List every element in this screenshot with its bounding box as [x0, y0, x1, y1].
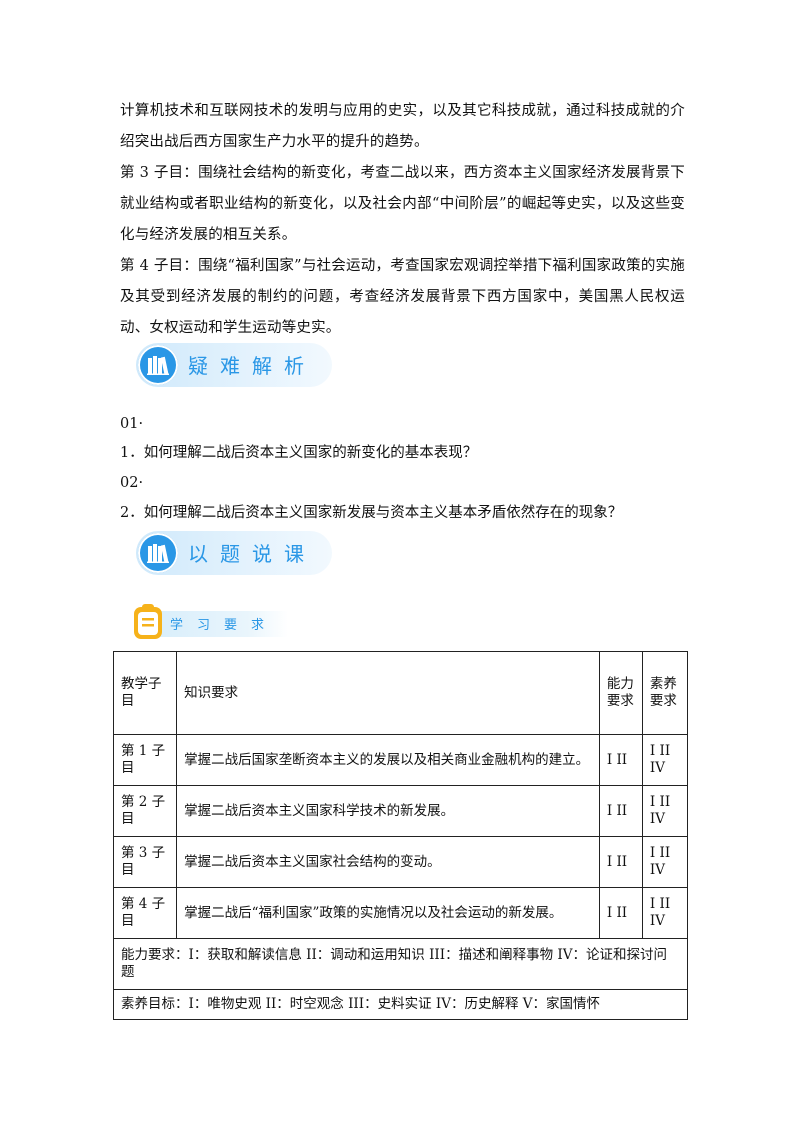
header-ability: 能力要求: [598, 651, 643, 735]
lesson-banner: 以题说课: [136, 531, 332, 575]
cell-sub: 第 2 子目: [112, 785, 178, 837]
question-number-2: 02·: [120, 475, 144, 491]
requirements-table: 教学子目 知识要求 能力要求 素养要求 第 1 子目 掌握二战后国家垄断资本主义…: [112, 651, 689, 1020]
cell-ability: I II: [598, 785, 643, 837]
table-row: 第 3 子目 掌握二战后资本主义国家社会结构的变动。 I II I II IV: [112, 836, 689, 888]
cell-ability: I II: [598, 887, 643, 939]
cell-sub: 第 3 子目: [112, 836, 178, 888]
intro-paragraph-1: 计算机技术和互联网技术的发明与应用的史实，以及其它科技成就，通过科技成就的介绍突…: [120, 103, 685, 150]
cell-knowledge: 掌握二战后国家垄断资本主义的发展以及相关商业金融机构的建立。: [176, 734, 600, 786]
table-footer-ability: 能力要求：I：获取和解读信息 II：调动和运用知识 III：描述和阐释事物 IV…: [113, 938, 688, 990]
books-icon: [138, 345, 178, 385]
cell-literacy: I II IV: [641, 887, 689, 939]
table-row: 第 4 子目 掌握二战后“福利国家”政策的实施情况以及社会运动的新发展。 I I…: [112, 887, 689, 939]
intro-paragraph-3: 第 4 子目：围绕“福利国家”与社会运动，考查国家宏观调控举措下福利国家政策的实…: [120, 258, 685, 336]
books-icon: [138, 533, 178, 573]
footer-literacy-text: 素养目标：I：唯物史观 II：时空观念 III：史料实证 IV：历史解释 V：家…: [113, 989, 688, 1020]
table-row: 第 1 子目 掌握二战后国家垄断资本主义的发展以及相关商业金融机构的建立。 I …: [112, 734, 689, 786]
header-knowledge: 知识要求: [176, 651, 600, 735]
cell-knowledge: 掌握二战后“福利国家”政策的实施情况以及社会运动的新发展。: [176, 887, 600, 939]
cell-knowledge: 掌握二战后资本主义国家社会结构的变动。: [176, 836, 600, 888]
table-header-row: 教学子目 知识要求 能力要求 素养要求: [112, 651, 689, 735]
header-literacy: 素养要求: [641, 651, 689, 735]
footer-ability-text: 能力要求：I：获取和解读信息 II：调动和运用知识 III：描述和阐释事物 IV…: [113, 938, 688, 990]
banner-title: 学习要求: [170, 618, 279, 633]
clipboard-icon: [134, 604, 162, 639]
learning-requirements-banner: 学习要求: [132, 603, 290, 641]
question-number-1: 01·: [120, 416, 144, 432]
cell-sub: 第 4 子目: [112, 887, 178, 939]
table-footer-literacy: 素养目标：I：唯物史观 II：时空观念 III：史料实证 IV：历史解释 V：家…: [113, 989, 688, 1020]
cell-literacy: I II IV: [641, 734, 689, 786]
table-row: 第 2 子目 掌握二战后资本主义国家科学技术的新发展。 I II I II IV: [112, 785, 689, 837]
intro-paragraph-2: 第 3 子目：围绕社会结构的新变化，考查二战以来，西方资本主义国家经济发展背景下…: [120, 165, 685, 243]
cell-ability: I II: [598, 836, 643, 888]
cell-sub: 第 1 子目: [112, 734, 178, 786]
question-text-2: 2．如何理解二战后资本主义国家新发展与资本主义基本矛盾依然存在的现象？: [120, 505, 623, 521]
banner-title: 以题说课: [188, 542, 316, 566]
difficulty-analysis-banner: 疑难解析: [136, 343, 332, 387]
question-text-1: 1．如何理解二战后资本主义国家的新变化的基本表现？: [120, 445, 478, 461]
cell-literacy: I II IV: [641, 836, 689, 888]
cell-literacy: I II IV: [641, 785, 689, 837]
header-sub: 教学子目: [112, 651, 178, 735]
cell-knowledge: 掌握二战后资本主义国家科学技术的新发展。: [176, 785, 600, 837]
cell-ability: I II: [598, 734, 643, 786]
banner-title: 疑难解析: [188, 354, 316, 378]
